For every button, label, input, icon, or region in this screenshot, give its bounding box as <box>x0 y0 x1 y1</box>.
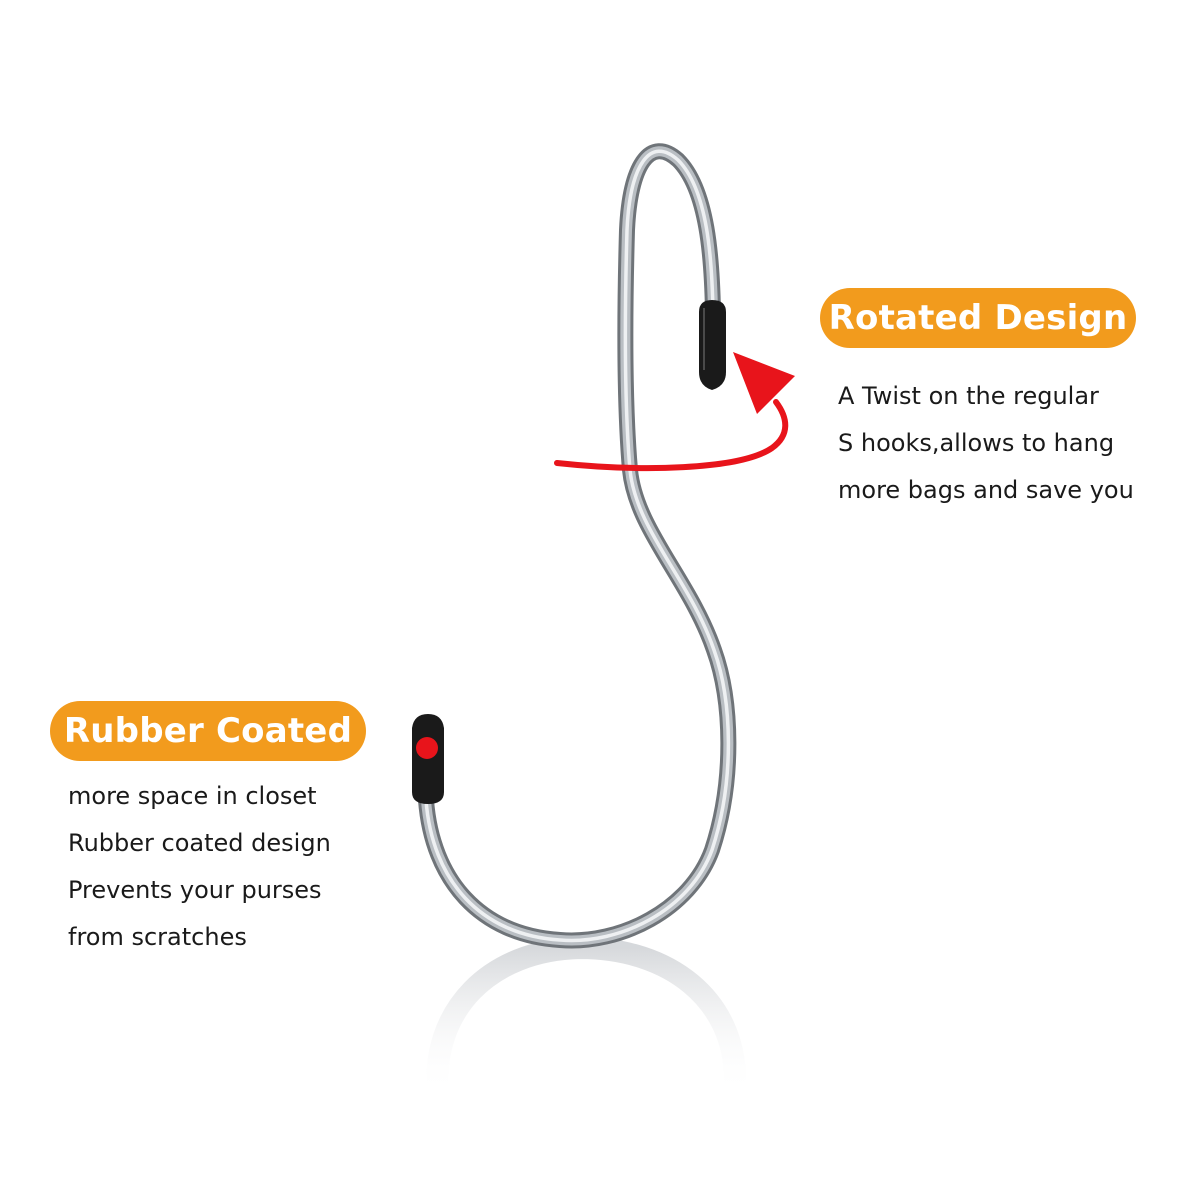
rotated-design-description: A Twist on the regular S hooks,allows to… <box>838 373 1134 514</box>
hook-reflection <box>426 936 746 1106</box>
description-line: A Twist on the regular <box>838 382 1099 410</box>
description-line: Rubber coated design <box>68 829 331 857</box>
description-line: from scratches <box>68 923 247 951</box>
red-marker-dot <box>416 737 438 759</box>
rubber-coated-description: more space in closet Rubber coated desig… <box>68 773 331 961</box>
rotated-design-badge: Rotated Design <box>820 288 1136 348</box>
description-line: Prevents your purses <box>68 876 322 904</box>
s-hook <box>418 143 737 949</box>
description-line: more space in closet <box>68 782 317 810</box>
rotation-arrow <box>554 352 795 471</box>
rubber-coated-badge: Rubber Coated <box>50 701 366 761</box>
upper-rubber-tip <box>699 300 726 390</box>
description-line: more bags and save you <box>838 476 1134 504</box>
description-line: S hooks,allows to hang <box>838 429 1115 457</box>
lower-rubber-tip <box>412 714 444 804</box>
